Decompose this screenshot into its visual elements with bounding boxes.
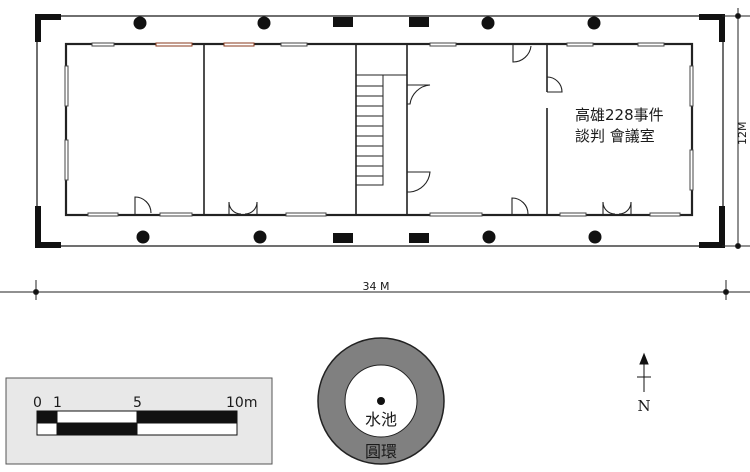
width-label: 34 M <box>363 280 390 293</box>
width-dimension <box>0 280 750 300</box>
corner-brackets <box>35 14 725 248</box>
door-swing <box>511 197 529 215</box>
square-columns <box>333 17 429 243</box>
interior-partitions <box>203 44 548 215</box>
veranda-outline <box>36 15 724 247</box>
roundabout-label: 圓環 <box>365 442 397 461</box>
column <box>257 16 271 30</box>
door-swing <box>407 171 431 193</box>
column <box>409 17 429 27</box>
windows <box>87 42 681 217</box>
column <box>136 230 150 244</box>
scale-tick-5: 5 <box>133 395 142 411</box>
door-swing <box>546 76 563 93</box>
door-swing <box>512 44 532 63</box>
door-swing <box>602 201 616 215</box>
column <box>587 16 601 30</box>
depth-label: 12M <box>736 122 749 146</box>
scale-tick-10: 10m <box>226 395 257 411</box>
room-label-line2: 談判 會議室 <box>575 127 655 145</box>
column <box>253 230 267 244</box>
door-swing <box>618 201 632 215</box>
north-arrow-icon <box>637 352 651 392</box>
column <box>482 230 496 244</box>
side-windows <box>64 65 694 191</box>
door-swing <box>228 201 242 215</box>
scale-bar <box>5 377 273 465</box>
building-walls <box>64 42 694 217</box>
scale-tick-0: 0 <box>33 395 42 411</box>
north-label: N <box>637 397 650 415</box>
pond-label: 水池 <box>365 410 397 429</box>
door-swing <box>134 196 152 215</box>
depth-dimension <box>722 8 750 249</box>
room-label-line1: 高雄228事件 <box>575 106 664 124</box>
door-swing <box>244 201 258 215</box>
column <box>333 17 353 27</box>
column <box>481 16 495 30</box>
doors <box>134 44 632 215</box>
pond-roundabout <box>317 337 445 465</box>
column <box>409 233 429 243</box>
column <box>333 233 353 243</box>
round-columns <box>133 16 602 244</box>
column <box>133 16 147 30</box>
column <box>588 230 602 244</box>
door-swing <box>407 84 431 105</box>
scale-tick-1: 1 <box>53 395 62 411</box>
staircase <box>355 74 407 186</box>
